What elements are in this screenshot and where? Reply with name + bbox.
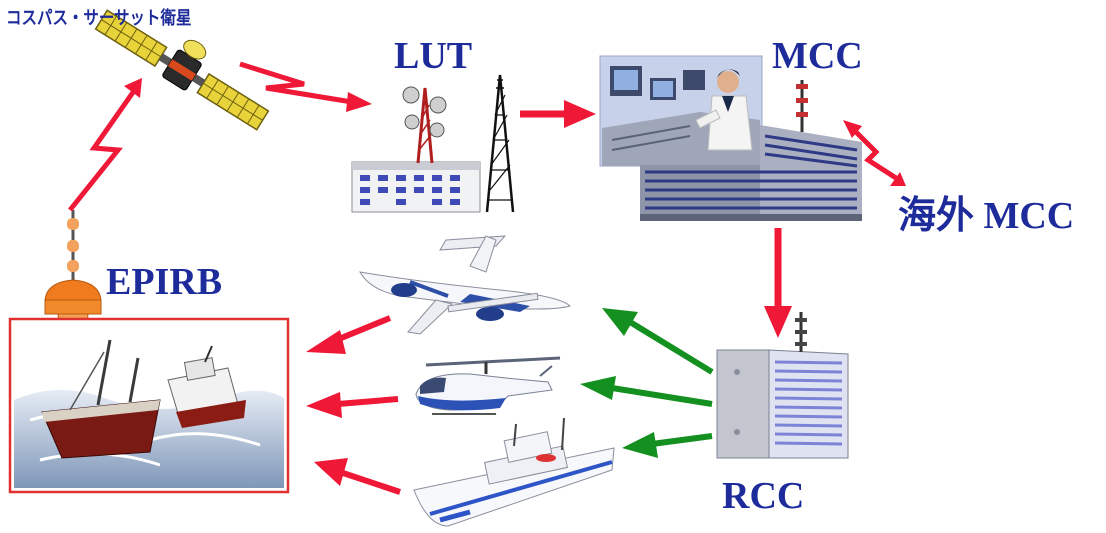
helicopter-icon <box>415 356 561 415</box>
mcc-operator-photo <box>599 55 763 167</box>
lut-station-icon <box>351 74 515 213</box>
mcc-label: MCC <box>772 35 863 77</box>
distressed-ships-image <box>14 339 284 488</box>
rcc-building-icon <box>716 312 849 459</box>
epirb-label: EPIRB <box>106 261 223 303</box>
satellite-icon <box>94 9 270 131</box>
airplane-icon <box>359 235 571 335</box>
patrol-ship-icon <box>413 417 615 527</box>
rcc-label: RCC <box>722 475 805 517</box>
foreign-mcc-label: 海外 MCC <box>898 195 1075 237</box>
lut-label: LUT <box>394 35 473 77</box>
mcc-building-icon <box>640 80 862 221</box>
satellite-label: コスパス・サーサット衛星 <box>6 8 192 29</box>
dispatch-flow-arrows <box>580 308 714 458</box>
alert-flow-arrows <box>68 61 906 495</box>
